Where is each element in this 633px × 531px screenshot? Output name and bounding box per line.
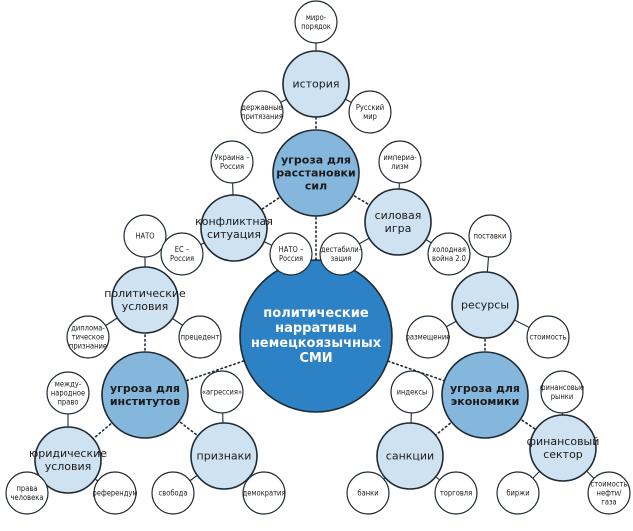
node-circle-supply: [468, 214, 512, 258]
node-circle-ukr: [210, 140, 254, 184]
node-circle-resources: [451, 271, 519, 339]
node-circle-indexes: [390, 370, 434, 414]
node-circle-polcond: [111, 266, 179, 334]
node-circle-cost1: [526, 315, 570, 359]
node-circle-finmarkets: [540, 370, 584, 414]
node-circle-aggress: [200, 370, 244, 414]
node-circle-referendum: [93, 471, 137, 515]
node-circle-worldorder: [294, 0, 338, 44]
node-circle-conflict: [200, 194, 268, 262]
node-circle-freedom: [151, 471, 195, 515]
node-circle-exchanges: [496, 471, 540, 515]
node-circle-power: [272, 129, 360, 217]
node-circle-trade: [434, 471, 478, 515]
node-circle-derzh: [240, 90, 284, 134]
node-circle-history: [282, 50, 350, 118]
node-circle-intlaw: [46, 371, 90, 415]
node-circle-legal: [34, 426, 102, 494]
node-circle-coldwar: [427, 232, 471, 276]
node-circle-sanctions: [376, 422, 444, 490]
nodes-layer: [5, 0, 631, 515]
link-inst-legal: [67, 394, 146, 461]
node-circle-diplom: [66, 315, 110, 359]
node-circle-democracy: [242, 471, 286, 515]
node-circle-destab: [319, 232, 363, 276]
node-circle-eurus: [160, 232, 204, 276]
node-circle-signs: [190, 422, 258, 490]
node-circle-placement: [406, 315, 450, 359]
node-circle-preced: [178, 315, 222, 359]
node-circle-russmir: [348, 90, 392, 134]
node-circle-econ: [441, 351, 529, 439]
node-circle-oilgas: [587, 471, 631, 515]
node-circle-imperial: [378, 140, 422, 184]
node-circle-nato: [123, 214, 167, 258]
node-circle-force: [364, 188, 432, 256]
node-circle-humanrights: [5, 471, 49, 515]
node-circle-center: [239, 259, 393, 413]
node-circle-natorus: [269, 232, 313, 276]
node-circle-banks: [346, 471, 390, 515]
node-circle-inst: [101, 351, 189, 439]
node-circle-finsector: [529, 414, 597, 482]
